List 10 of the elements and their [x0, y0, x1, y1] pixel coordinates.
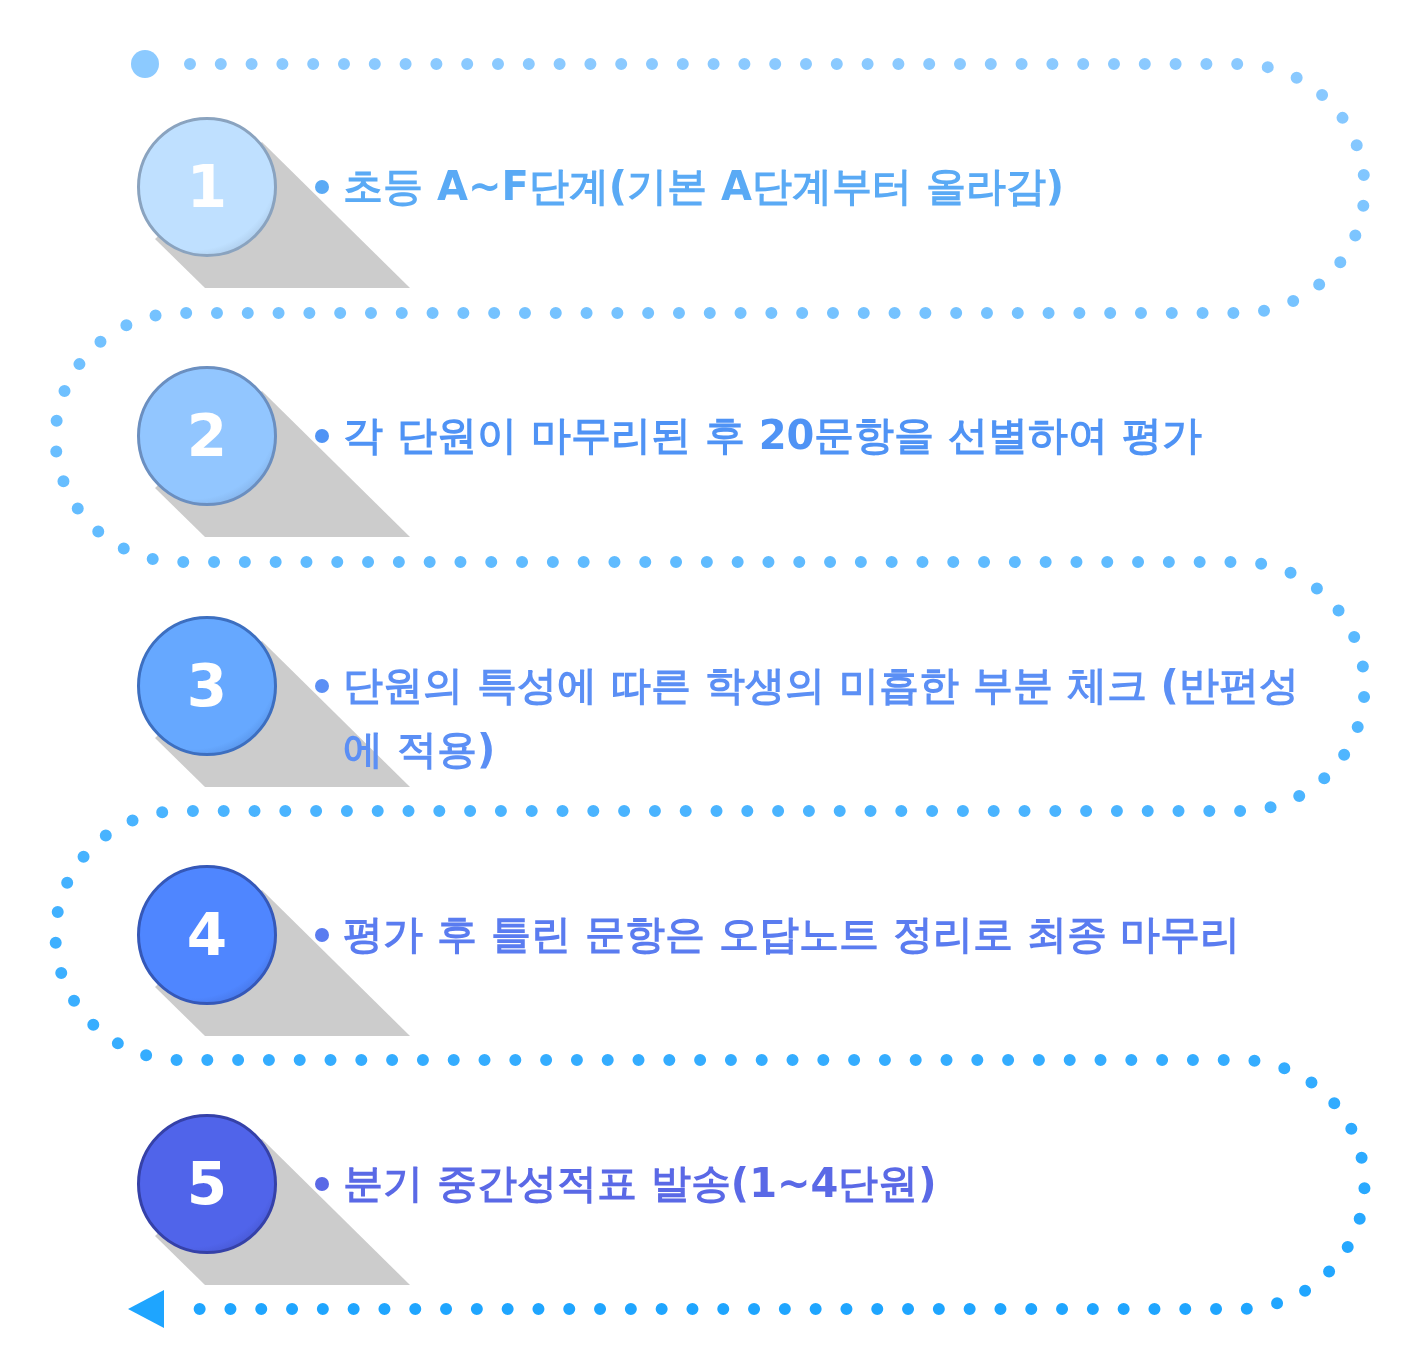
step-circle: 2 [137, 366, 277, 506]
step-circle: 4 [137, 865, 277, 1005]
step-description: 각 단원이 마무리된 후 20문항을 선별하여 평가 [343, 411, 1204, 460]
step-description: 단원의 특성에 따른 학생의 미흡한 부분 체크 (반편성에 적용) [343, 661, 1300, 774]
step-circle: 1 [137, 117, 277, 257]
step-description: 초등 A~F단계(기본 A단계부터 올라감) [343, 162, 1066, 211]
step-circle: 5 [137, 1114, 277, 1254]
step-description: 분기 중간성적표 발송(1~4단원) [343, 1159, 938, 1208]
step-description: 평가 후 틀린 문항은 오답노트 정리로 최종 마무리 [343, 910, 1242, 959]
step-circle: 3 [137, 616, 277, 756]
